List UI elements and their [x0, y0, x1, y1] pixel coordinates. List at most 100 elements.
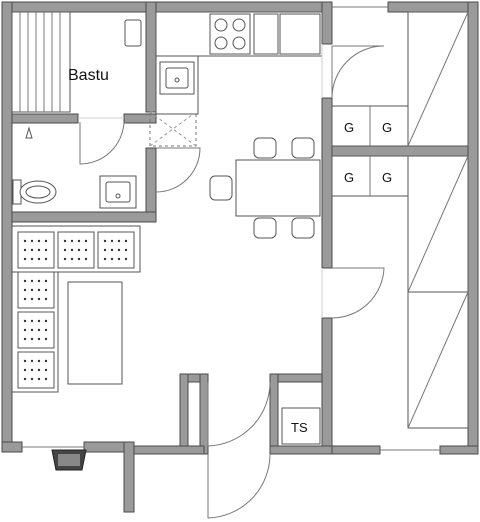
- kitchen-sink-icon: [159, 61, 195, 95]
- cushion-dot: [124, 239, 128, 243]
- cushion-dot: [103, 257, 107, 261]
- storage-label: G: [344, 170, 354, 185]
- cushion-dot: [30, 257, 34, 261]
- cushion-dot: [30, 248, 34, 252]
- cushion-dot: [23, 239, 27, 243]
- cushion-dot: [44, 279, 48, 283]
- cushion-dot: [23, 297, 27, 301]
- cushion-dot: [44, 328, 48, 332]
- cushion-dot: [70, 239, 74, 243]
- sauna-label: Bastu: [68, 67, 109, 84]
- entrance-door: [207, 453, 271, 519]
- corner-sofa: [11, 225, 141, 393]
- cushion-dot: [37, 337, 41, 341]
- cushion-dot: [30, 368, 34, 372]
- coffee-table: [67, 281, 123, 385]
- cushion-dot: [23, 248, 27, 252]
- bathroom: [12, 111, 201, 209]
- cushion-dot: [44, 239, 48, 243]
- cushion-dot: [37, 359, 41, 363]
- cushion-dot: [23, 328, 27, 332]
- shower-area: [149, 111, 197, 147]
- cushion-dot: [84, 239, 88, 243]
- fridge: [253, 13, 279, 55]
- bathroom-sink-icon: [99, 175, 137, 209]
- chair-icon: [253, 137, 277, 159]
- cushion-dot: [70, 257, 74, 261]
- sauna: Bastu: [11, 11, 142, 113]
- cushion-dot: [63, 248, 67, 252]
- ts-cabinet: [281, 407, 321, 445]
- cushion-dot: [37, 288, 41, 292]
- toilet-icon: [12, 179, 57, 205]
- cushion-dot: [84, 257, 88, 261]
- cushion-dot: [23, 319, 27, 323]
- cushion-dot: [44, 359, 48, 363]
- cushion-dot: [110, 248, 114, 252]
- cushion-dot: [37, 279, 41, 283]
- cushion-dot: [110, 257, 114, 261]
- sauna-stove: [124, 19, 142, 47]
- cushion-dot: [37, 319, 41, 323]
- cushion-dot: [63, 239, 67, 243]
- stove-icon: [209, 13, 251, 55]
- cushion-dot: [37, 377, 41, 381]
- cushion-dot: [37, 368, 41, 372]
- dining-area: [209, 137, 321, 239]
- cushion-dot: [37, 297, 41, 301]
- sauna-bench-slats: [19, 12, 61, 112]
- cushion-dot: [77, 248, 81, 252]
- cushion-dot: [44, 337, 48, 341]
- ts-label: TS: [291, 420, 308, 435]
- cushion-dot: [23, 377, 27, 381]
- cushion-dot: [23, 279, 27, 283]
- cushion-dot: [37, 248, 41, 252]
- storage-label: G: [382, 120, 392, 135]
- cushion-dot: [30, 297, 34, 301]
- chair-icon: [291, 217, 315, 239]
- cushion-dot: [103, 239, 107, 243]
- right-rooms: G G G G: [331, 6, 469, 451]
- storage-label: G: [344, 120, 354, 135]
- cushion-dot: [30, 337, 34, 341]
- chair-icon: [209, 175, 233, 201]
- cushion-dot: [77, 239, 81, 243]
- cushion-dot: [30, 288, 34, 292]
- cushion-dot: [23, 257, 27, 261]
- cushion-dot: [37, 239, 41, 243]
- dining-table: [235, 159, 321, 217]
- cushion-dot: [77, 257, 81, 261]
- tv-icon: [51, 449, 87, 471]
- cushion-dot: [103, 248, 107, 252]
- drain-icon: [25, 126, 33, 139]
- cushion-dot: [70, 248, 74, 252]
- walls: [1, 1, 479, 513]
- chair-icon: [291, 137, 315, 159]
- cushion-dot: [44, 297, 48, 301]
- cushion-dot: [44, 377, 48, 381]
- cushion-dot: [110, 239, 114, 243]
- guides: [78, 44, 323, 318]
- cushion-dot: [30, 279, 34, 283]
- cushion-dot: [30, 239, 34, 243]
- cabinet: [279, 13, 321, 55]
- cushion-dot: [124, 248, 128, 252]
- cushion-dot: [44, 248, 48, 252]
- cushion-dot: [30, 377, 34, 381]
- cushion-dot: [84, 248, 88, 252]
- hall-door: [207, 381, 271, 447]
- cushion-dot: [124, 257, 128, 261]
- cushion-dot: [117, 257, 121, 261]
- cushion-dot: [44, 319, 48, 323]
- cushion-dot: [30, 328, 34, 332]
- cushion-dot: [63, 257, 67, 261]
- cushion-dot: [23, 337, 27, 341]
- cushion-dot: [37, 328, 41, 332]
- entrance: TS: [207, 381, 321, 519]
- cushion-dot: [30, 359, 34, 363]
- kitchen: [155, 11, 323, 115]
- cushion-dot: [23, 359, 27, 363]
- cushion-dot: [117, 239, 121, 243]
- living-room: [11, 225, 141, 471]
